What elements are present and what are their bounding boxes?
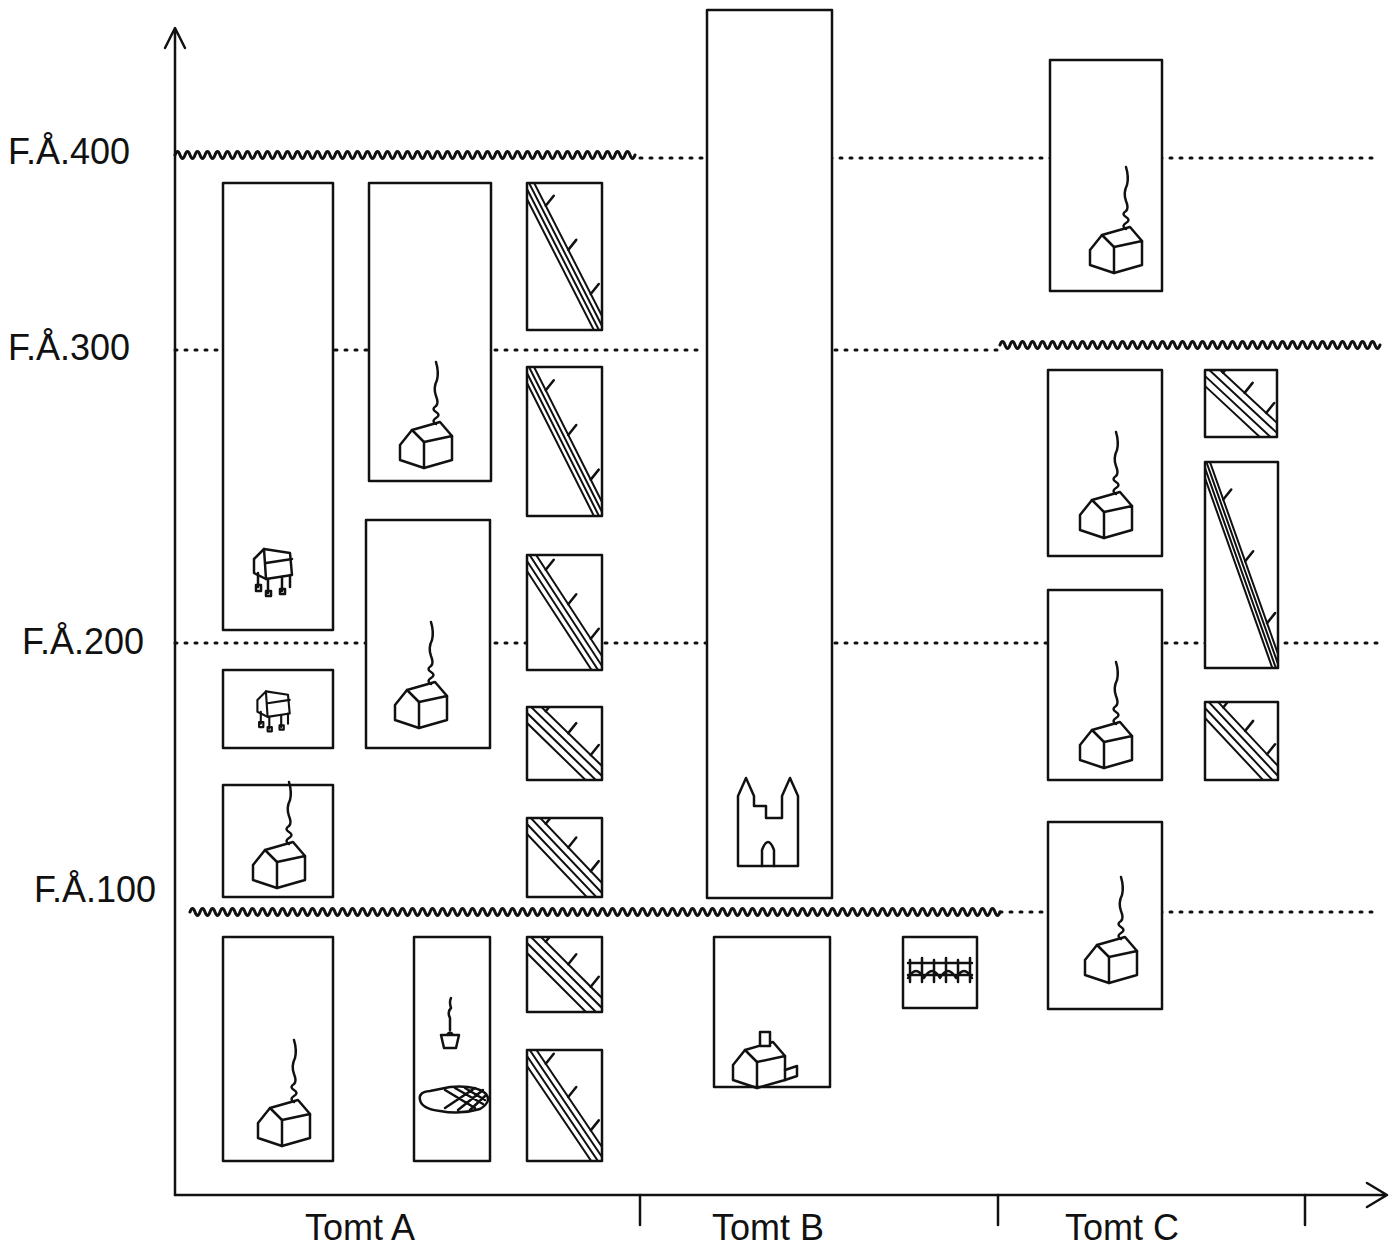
feature-box	[714, 937, 830, 1087]
fence-box	[1205, 462, 1278, 668]
fence-symbol	[527, 937, 602, 1012]
feature-box	[223, 937, 333, 1161]
feature-box	[414, 937, 490, 1161]
feature-box	[223, 785, 333, 897]
fence-box	[527, 183, 602, 330]
fence-symbol	[527, 367, 602, 516]
fence-symbol	[527, 1050, 602, 1161]
fence-symbol	[1205, 370, 1277, 437]
fence-box	[1205, 370, 1277, 437]
feature-box	[707, 10, 832, 898]
phase-break	[1000, 342, 1380, 349]
fence-box	[1205, 702, 1278, 780]
fence-symbol	[527, 555, 602, 670]
feature-box	[1048, 822, 1162, 1009]
phase-break	[190, 909, 1000, 916]
axis-tick-label: F.Å.100	[34, 872, 156, 908]
feature-box	[1048, 590, 1162, 780]
phase-line	[835, 349, 1000, 352]
plot-label: Tomt C	[1065, 1210, 1179, 1246]
fence-box	[527, 937, 602, 1012]
fence-symbol	[1205, 702, 1278, 780]
feature-box	[369, 183, 491, 481]
fence-box	[527, 818, 602, 897]
feature-box	[366, 520, 490, 748]
feature-box	[903, 937, 977, 1008]
plot-label: Tomt B	[712, 1210, 824, 1246]
phase-break	[175, 152, 635, 159]
axis-tick-label: F.Å.400	[8, 134, 130, 170]
fence-symbol	[527, 183, 602, 330]
fence-box	[527, 555, 602, 670]
fence-box	[527, 367, 602, 516]
feature-box	[223, 183, 333, 630]
feature-box	[1050, 60, 1162, 291]
fence-box	[527, 1050, 602, 1161]
fence-symbol	[527, 818, 602, 897]
fence-symbol	[1205, 462, 1278, 668]
axis-tick-label: F.Å.300	[8, 330, 130, 366]
fence-symbol	[527, 707, 602, 780]
plot-label: Tomt A	[305, 1210, 415, 1246]
feature-box	[223, 670, 333, 748]
feature-box	[1048, 370, 1162, 556]
axis-tick-label: F.Å.200	[22, 624, 144, 660]
fence-box	[527, 707, 602, 780]
